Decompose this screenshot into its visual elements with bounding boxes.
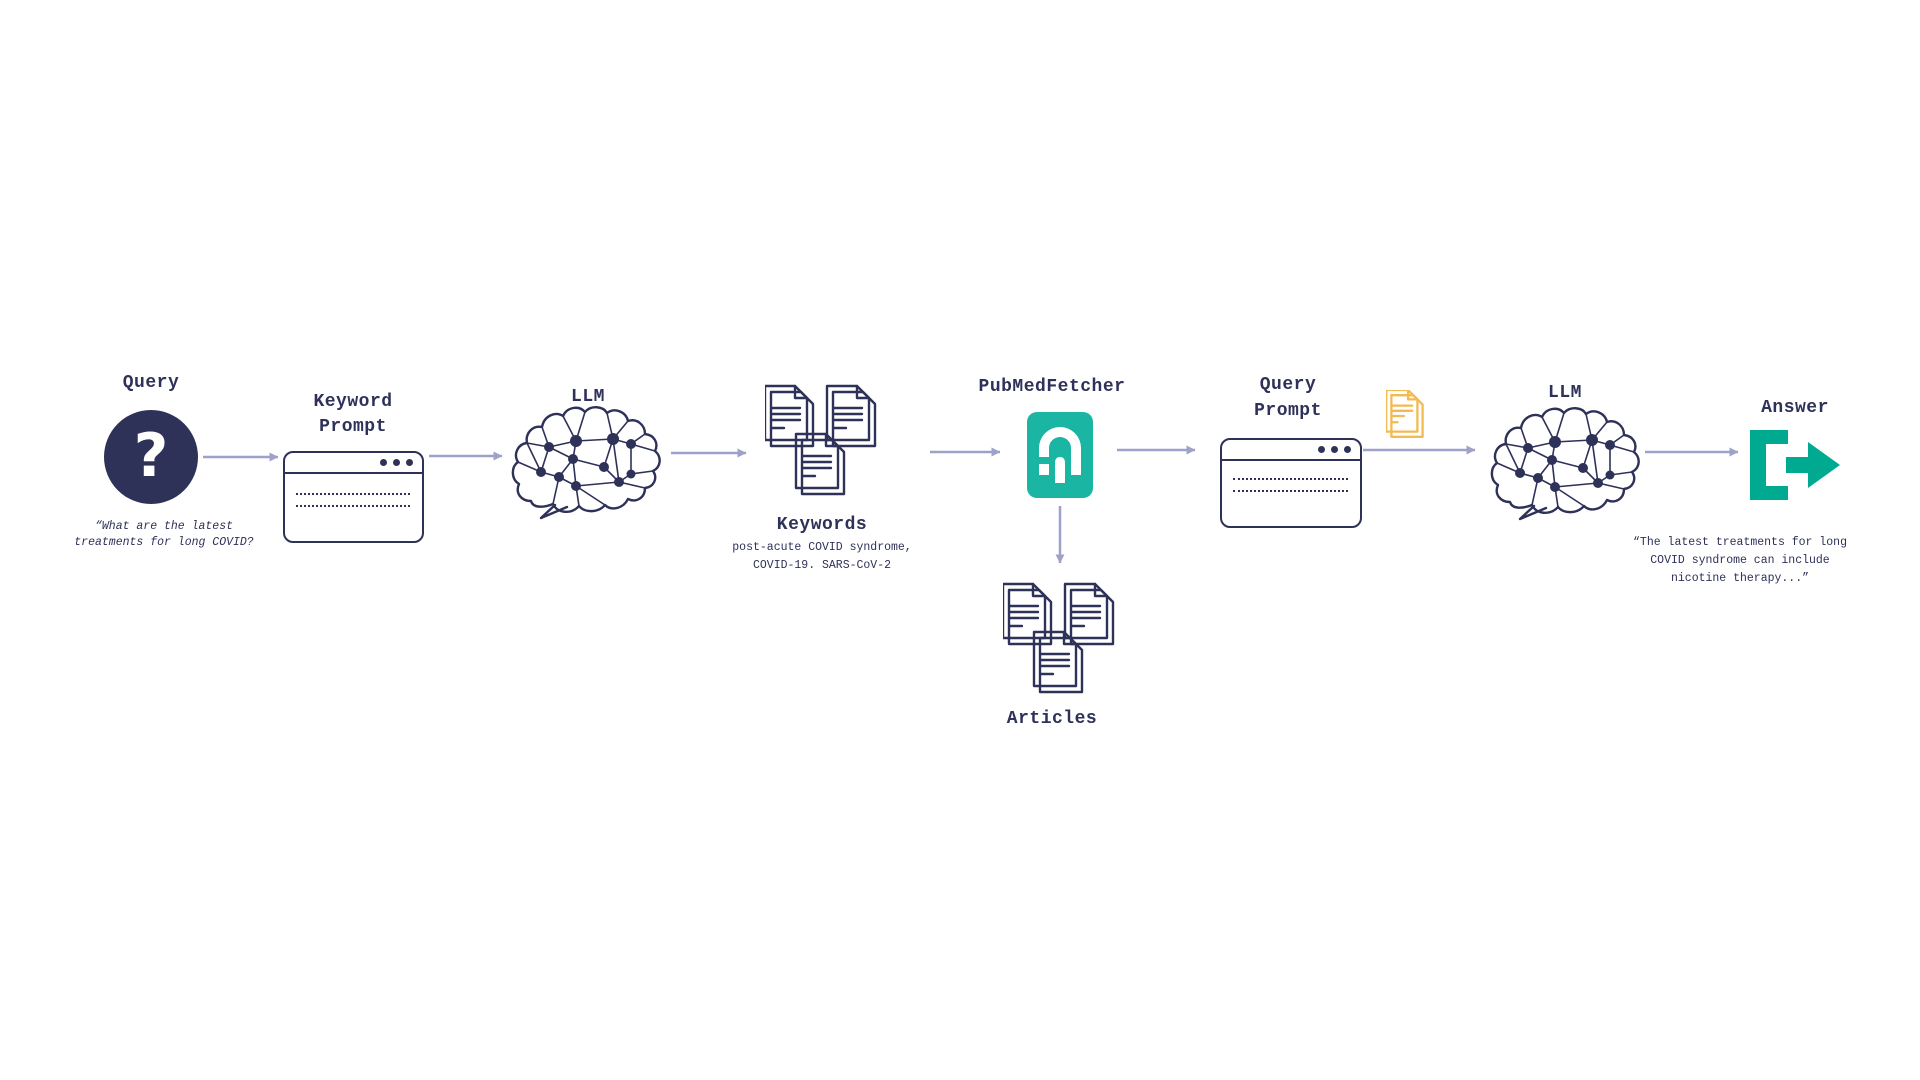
documents-stack-icon xyxy=(1003,582,1119,704)
window-text-line xyxy=(1233,490,1348,492)
pubmedfetcher-label: PubMedFetcher xyxy=(978,377,1126,397)
window-titlebar xyxy=(285,453,422,474)
window-text-line xyxy=(296,505,410,507)
documents-stack-icon xyxy=(765,384,881,506)
window-text-line xyxy=(296,493,410,495)
window-titlebar xyxy=(1222,440,1360,461)
pubmed-fetcher-icon xyxy=(1027,412,1093,498)
brain-network-icon xyxy=(1490,406,1640,524)
answer-label: Answer xyxy=(1761,398,1829,418)
brain-network-icon xyxy=(511,405,661,523)
query-prompt-label: Query Prompt xyxy=(1254,375,1322,421)
query-prompt-window-icon xyxy=(1220,438,1362,528)
keyword-prompt-window-icon xyxy=(283,451,424,543)
question-glyph: ? xyxy=(133,420,169,491)
keywords-label: Keywords xyxy=(776,515,868,535)
document-icon xyxy=(1386,390,1424,438)
articles-label: Articles xyxy=(1006,709,1098,729)
window-text-line xyxy=(1233,478,1348,480)
llm2-label: LLM xyxy=(1548,383,1582,403)
query-quote: “What are the latest treatments for long… xyxy=(74,520,254,549)
exit-arrow-icon xyxy=(1750,430,1840,500)
answer-quote: “The latest treatments for long COVID sy… xyxy=(1633,536,1847,585)
question-mark-icon: ? xyxy=(104,410,198,504)
keywords-subtext: post-acute COVID syndrome, COVID-19. SAR… xyxy=(732,541,912,572)
keyword-prompt-label: Keyword Prompt xyxy=(313,392,393,437)
llm1-label: LLM xyxy=(571,387,605,407)
query-label: Query xyxy=(122,373,180,393)
